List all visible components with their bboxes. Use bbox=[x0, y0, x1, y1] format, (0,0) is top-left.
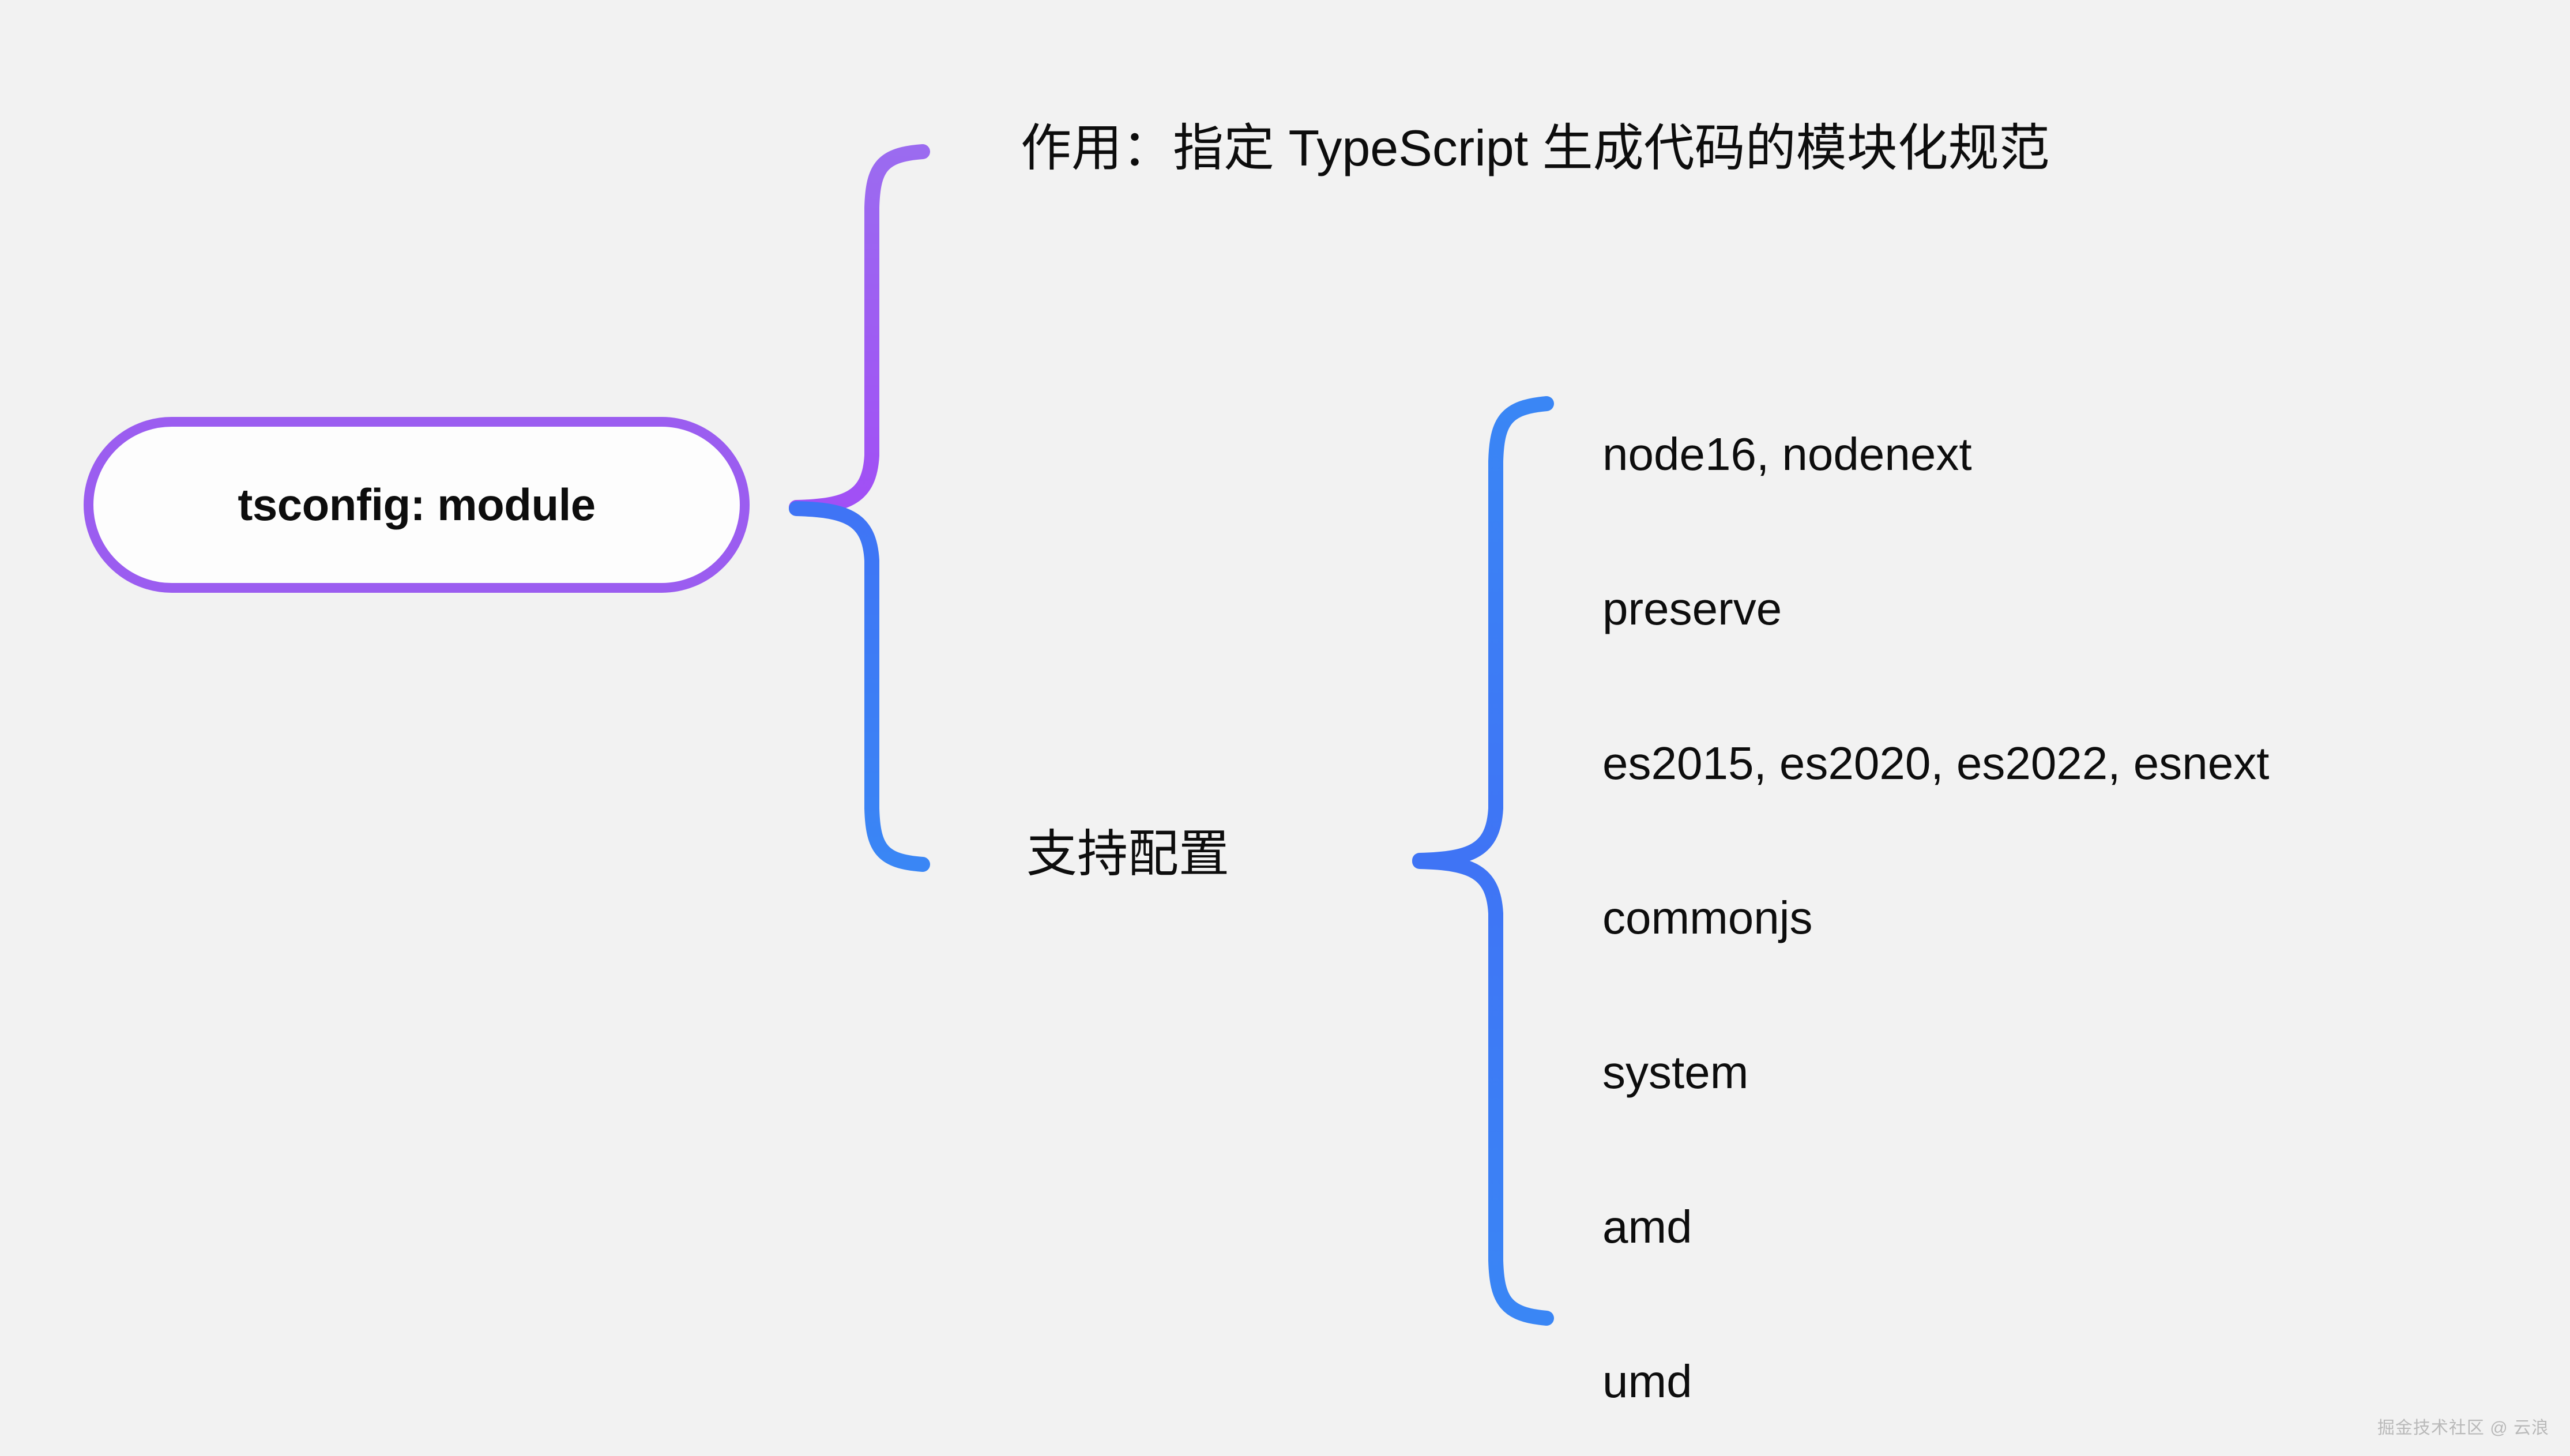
connector-configs-to-options bbox=[1412, 396, 1554, 868]
watermark: 掘金技术社区 @ 云浪 bbox=[2377, 1419, 2549, 1438]
list-item: amd bbox=[1602, 1201, 1692, 1252]
option-list: node16, nodenext preserve es2015, es2020… bbox=[1602, 377, 2502, 1456]
connector-configs-to-options-lower bbox=[1412, 854, 1554, 1326]
list-item: es2015, es2020, es2022, esnext bbox=[1602, 738, 2270, 789]
list-item: commonjs bbox=[1602, 892, 1813, 943]
connector-root-to-purpose bbox=[789, 144, 930, 515]
list-item: node16, nodenext bbox=[1602, 428, 1972, 480]
list-item: system bbox=[1602, 1047, 1749, 1098]
connector-root-to-configs bbox=[789, 501, 930, 872]
branch-label-configs: 支持配置 bbox=[1026, 825, 1230, 882]
list-item: preserve bbox=[1602, 583, 1782, 634]
list-item: umd bbox=[1602, 1356, 1692, 1407]
branch-label-purpose: 作用：指定 TypeScript 生成代码的模块化规范 bbox=[1021, 119, 2050, 176]
root-node[interactable]: tsconfig: module bbox=[84, 417, 750, 593]
root-node-label: tsconfig: module bbox=[238, 479, 596, 530]
